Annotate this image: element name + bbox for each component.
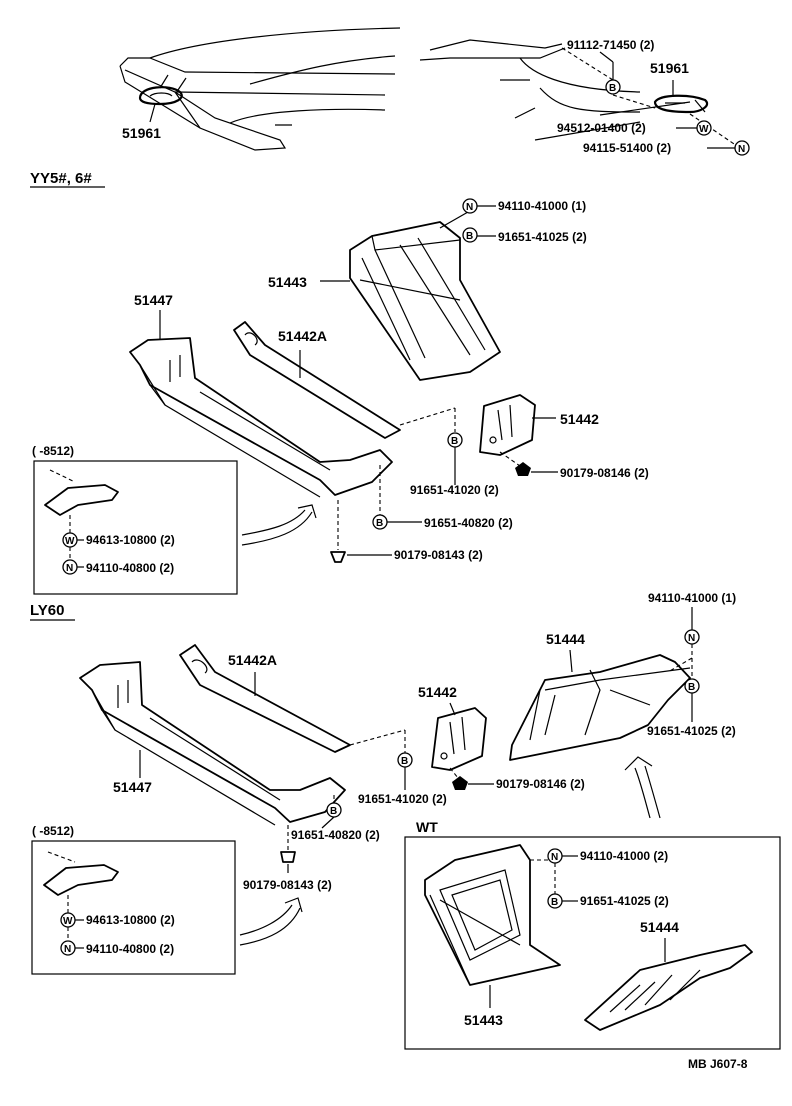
brace-51442a — [233, 321, 401, 439]
washer-symbol: W — [60, 912, 76, 928]
callout-91651-41020-ly60: 91651-41020 (2) — [358, 792, 447, 806]
part-label-51961-left: 51961 — [122, 125, 161, 141]
callout-91651-41025-wt: 91651-41025 (2) — [580, 894, 669, 908]
section-title-yy5: YY5#, 6# — [30, 170, 92, 187]
crossmember-51447 — [79, 661, 346, 826]
tow-hook-left — [138, 74, 187, 123]
svg-text:N: N — [551, 852, 558, 863]
wt-box — [404, 836, 781, 1050]
part-label-51442-ly60: 51442 — [418, 684, 457, 700]
bracket-51443-wt — [424, 844, 561, 986]
callout-90179-08143: 90179-08143 (2) — [394, 548, 483, 562]
callout-94110-40800: 94110-40800 (2) — [86, 561, 174, 575]
inset-label-yy5: ( -8512) — [32, 444, 74, 458]
svg-text:W: W — [699, 124, 709, 135]
bolt-symbol: B — [372, 514, 388, 530]
skid-plate-51444-wt — [584, 944, 753, 1031]
frame-rail-left — [119, 27, 401, 151]
svg-text:N: N — [466, 202, 473, 213]
bolt-symbol: B — [684, 678, 700, 694]
bracket-51443 — [349, 221, 501, 381]
svg-text:B: B — [451, 436, 458, 447]
washer-symbol: W — [62, 532, 78, 548]
svg-text:N: N — [66, 563, 73, 574]
arrow-icon — [241, 504, 317, 546]
nut-symbol: N — [734, 140, 750, 156]
inset-label-ly60: ( -8512) — [32, 824, 74, 838]
callout-90179-08146-ly60: 90179-08146 (2) — [496, 777, 585, 791]
svg-text:B: B — [401, 756, 408, 767]
bolt-symbol: B — [605, 79, 621, 95]
bolt-symbol: B — [547, 893, 563, 909]
svg-text:B: B — [609, 83, 616, 94]
nut-symbol: N — [684, 629, 700, 645]
plate-51442 — [479, 394, 536, 456]
arrow-icon — [624, 756, 661, 819]
svg-text:N: N — [64, 944, 71, 955]
inset-box-yy5 — [33, 460, 238, 595]
clip-nut — [515, 462, 531, 476]
callout-94613-10800: 94613-10800 (2) — [86, 533, 175, 547]
part-label-51444: 51444 — [546, 631, 585, 647]
callout-94512-01400: 94512-01400 (2) — [557, 121, 646, 135]
inset-bracket — [43, 864, 119, 896]
bolt-symbol: B — [462, 227, 478, 243]
callout-94115-51400: 94115-51400 (2) — [583, 141, 671, 155]
callout-91651-40820: 91651-40820 (2) — [424, 516, 513, 530]
part-label-51442a-ly60: 51442A — [228, 652, 277, 668]
tow-hook-right — [653, 94, 709, 114]
callout-94110-41000-ly60: 94110-41000 (1) — [648, 591, 736, 605]
callout-94110-40800-ly60: 94110-40800 (2) — [86, 942, 174, 956]
callout-91112-71450: 91112-71450 (2) — [567, 38, 654, 52]
bolt-symbol: B — [326, 802, 342, 818]
callout-94613-10800-ly60: 94613-10800 (2) — [86, 913, 175, 927]
inset-box-ly60 — [31, 840, 236, 975]
callout-91651-40820-ly60: 91651-40820 (2) — [291, 828, 380, 842]
svg-text:W: W — [63, 916, 73, 927]
callout-90179-08143-ly60: 90179-08143 (2) — [243, 878, 332, 892]
callout-94110-41000: 94110-41000 (1) — [498, 199, 586, 213]
part-label-51447-ly60: 51447 — [113, 779, 152, 795]
callout-91651-41020: 91651-41020 (2) — [410, 483, 499, 497]
part-label-51443: 51443 — [268, 274, 307, 290]
callout-91651-41025-ly60: 91651-41025 (2) — [647, 724, 736, 738]
crossmember-51447 — [129, 337, 393, 498]
svg-text:N: N — [738, 144, 745, 155]
callout-90179-08146: 90179-08146 (2) — [560, 466, 649, 480]
part-label-51444-wt: 51444 — [640, 919, 679, 935]
nut-symbol: N — [547, 848, 563, 864]
svg-text:B: B — [688, 682, 695, 693]
inset-bracket — [44, 484, 119, 516]
part-label-51442a: 51442A — [278, 328, 327, 344]
footer-code: MB J607-8 — [688, 1057, 748, 1071]
svg-text:B: B — [466, 231, 473, 242]
nut-symbol: N — [462, 198, 478, 214]
svg-text:B: B — [551, 897, 558, 908]
callout-94110-41000-wt: 94110-41000 (2) — [580, 849, 668, 863]
svg-text:N: N — [688, 633, 695, 644]
bolt-symbol: B — [447, 432, 463, 448]
section-title-ly60: LY60 — [30, 602, 64, 619]
clip-nut — [452, 776, 468, 790]
plate-51442 — [431, 707, 487, 771]
svg-text:W: W — [65, 536, 75, 547]
bolt-symbol: B — [397, 752, 413, 768]
frame-rail-right — [419, 39, 691, 141]
nut-symbol: N — [62, 559, 78, 575]
wt-box-label: WT — [416, 819, 438, 835]
washer-symbol: W — [696, 120, 712, 136]
part-label-51442: 51442 — [560, 411, 599, 427]
clip-nut — [330, 551, 346, 563]
part-label-51961-right: 51961 — [650, 60, 689, 76]
skid-plate-51444 — [509, 654, 691, 761]
arrow-icon — [239, 897, 303, 946]
nut-symbol: N — [60, 940, 76, 956]
clip-nut — [280, 851, 296, 863]
part-label-51447: 51447 — [134, 292, 173, 308]
callout-91651-41025: 91651-41025 (2) — [498, 230, 587, 244]
svg-text:B: B — [330, 806, 337, 817]
svg-text:B: B — [376, 518, 383, 529]
part-label-51443-wt: 51443 — [464, 1012, 503, 1028]
